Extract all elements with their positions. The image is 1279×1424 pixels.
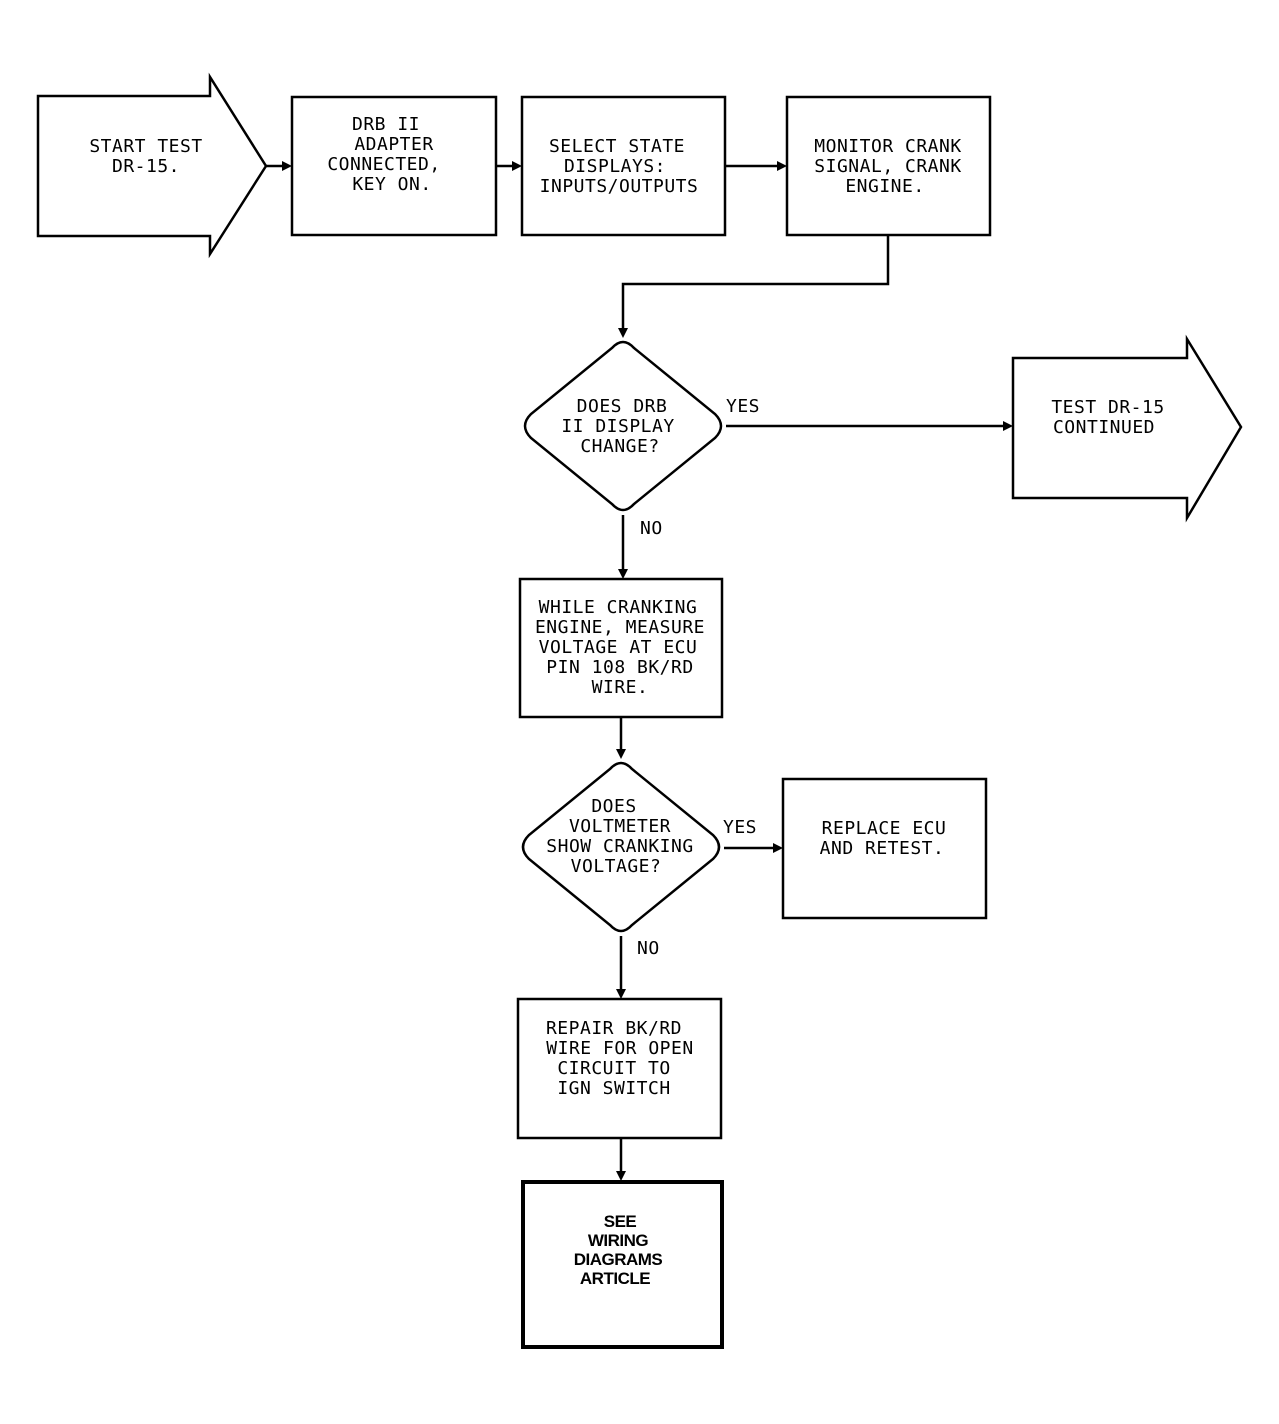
monitor-line-1: MONITOR CRANK (814, 136, 961, 157)
select-line-1: SELECT STATE (549, 136, 685, 157)
decision-display-line-2: II DISPLAY (561, 416, 674, 437)
replace-line-2: AND RETEST. (820, 838, 945, 859)
repair-line-4: IGN SWITCH (557, 1078, 670, 1099)
step-monitor-box: MONITOR CRANK SIGNAL, CRANK ENGINE. (785, 95, 992, 237)
decision-voltmeter-line-1: DOES (591, 796, 636, 817)
repair-line-2: WIRE FOR OPEN (546, 1038, 693, 1059)
decision-voltmeter-line-4: VOLTAGE? (571, 856, 662, 877)
continued-line-2: CONTINUED (1053, 417, 1155, 438)
decision-display-change: DOES DRB II DISPLAY CHANGE? (523, 340, 723, 512)
measure-line-3: VOLTAGE AT ECU (539, 637, 698, 658)
arrowhead (616, 1171, 626, 1181)
continued-node: TEST DR-15 CONTINUED (1011, 334, 1243, 523)
measure-line-2: ENGINE, MEASURE (535, 617, 705, 638)
arrowhead (777, 161, 787, 171)
step-select-box: SELECT STATE DISPLAYS: INPUTS/OUTPUTS (520, 95, 727, 237)
no-label-1: NO (640, 518, 663, 539)
adapter-line-1: DRB II (352, 114, 420, 135)
replace-line-1: REPLACE ECU (822, 818, 947, 839)
arrowhead (773, 843, 783, 853)
arrowhead (512, 161, 522, 171)
adapter-line-2: ADAPTER (354, 134, 433, 155)
article-line-2: WIRING (588, 1231, 649, 1250)
article-line-4: ARTICLE (580, 1269, 650, 1288)
monitor-line-3: ENGINE. (845, 176, 924, 197)
decision-voltmeter-line-2: VOLTMETER (569, 816, 671, 837)
decision-voltmeter-line-3: SHOW CRANKING (546, 836, 693, 857)
replace-ecu-box: REPLACE ECU AND RETEST. (781, 777, 988, 920)
select-line-3: INPUTS/OUTPUTS (540, 176, 699, 197)
continued-line-1: TEST DR-15 (1051, 397, 1164, 418)
see-article-box: SEE WIRING DIAGRAMS ARTICLE (521, 1180, 724, 1349)
adapter-line-4: KEY ON. (352, 174, 431, 195)
no-label-2: NO (637, 938, 660, 959)
yes-label-2: YES (723, 817, 757, 838)
decision-display-line-3: CHANGE? (580, 436, 659, 457)
decision-voltmeter: DOES VOLTMETER SHOW CRANKING VOLTAGE? (521, 761, 721, 933)
article-line-3: DIAGRAMS (574, 1250, 663, 1269)
arrowhead (618, 569, 628, 579)
measure-line-4: PIN 108 BK/RD (546, 657, 693, 678)
measure-line-1: WHILE CRANKING (539, 597, 698, 618)
start-node: START TEST DR-15. (36, 72, 268, 259)
start-line-1: START TEST (89, 136, 202, 157)
repair-line-3: CIRCUIT TO (557, 1058, 670, 1079)
repair-wire-box: REPAIR BK/RD WIRE FOR OPEN CIRCUIT TO IG… (516, 997, 723, 1140)
step-measure-box: WHILE CRANKING ENGINE, MEASURE VOLTAGE A… (518, 577, 724, 719)
step-adapter-box: DRB II ADAPTER CONNECTED, KEY ON. (290, 95, 498, 237)
decision-display-line-1: DOES DRB (577, 396, 668, 417)
arrowhead (282, 161, 292, 171)
start-line-2: DR-15. (112, 156, 180, 177)
arrowhead (618, 328, 628, 338)
arrowhead (616, 989, 626, 999)
yes-label-1: YES (726, 396, 760, 417)
monitor-line-2: SIGNAL, CRANK (814, 156, 961, 177)
arrowhead (616, 749, 626, 759)
arrowhead (1003, 421, 1013, 431)
select-line-2: DISPLAYS: (564, 156, 666, 177)
repair-line-1: REPAIR BK/RD (546, 1018, 682, 1039)
article-line-1: SEE (604, 1212, 637, 1231)
adapter-line-3: CONNECTED, (327, 154, 440, 175)
connector-monitor-decision (621, 235, 890, 329)
measure-line-5: WIRE. (592, 677, 649, 698)
